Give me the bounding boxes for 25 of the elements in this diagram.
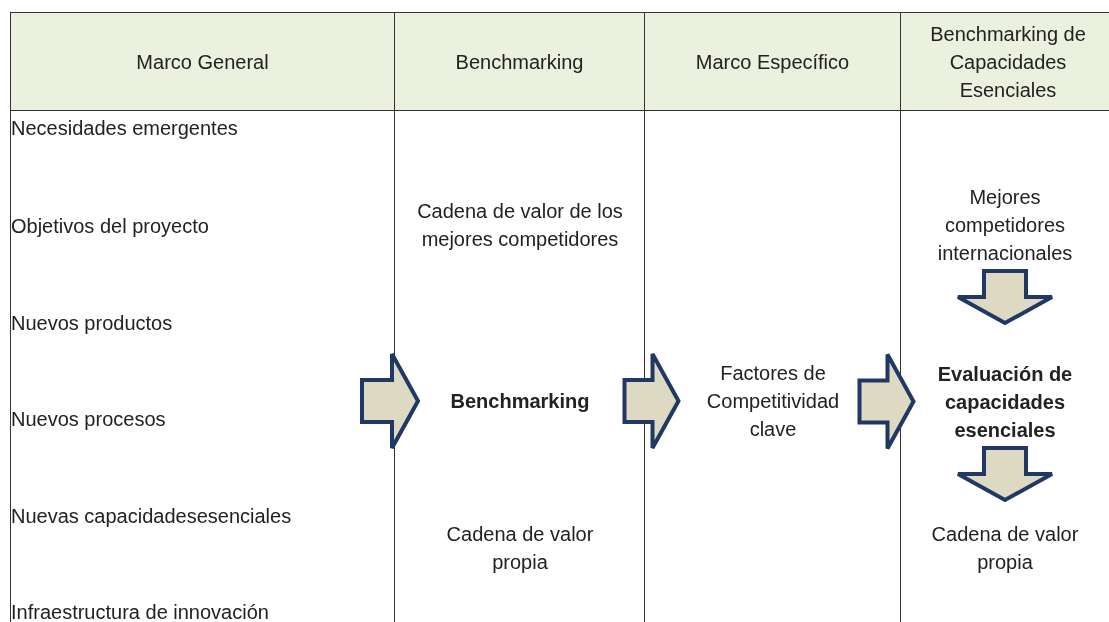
header-cell: Marco General [11, 13, 394, 111]
cell-text: Mejores competidores internacionales [915, 183, 1095, 267]
block-arrow [956, 446, 1054, 503]
row-label: Nuevos procesos [11, 405, 391, 433]
block-arrow [622, 352, 681, 450]
row-label: Nuevos productos [11, 309, 391, 337]
row-label: Infraestructura de innovación [11, 598, 391, 622]
row-label: Objetivos del proyecto [11, 212, 391, 240]
row-label: Nuevas capacidadesesenciales [11, 502, 391, 530]
header-cell: Benchmarking de Capacidades Esenciales [901, 13, 1109, 111]
block-arrow [956, 269, 1054, 326]
cell-text: Cadena de valor propia [915, 520, 1095, 576]
row-label: Necesidades emergentes [11, 114, 391, 142]
header-cell: Benchmarking [395, 13, 644, 111]
table-column [394, 12, 644, 622]
cell-text: Cadena de valor propia [425, 520, 615, 576]
table-column [644, 12, 900, 622]
block-arrow [360, 352, 421, 450]
cell-text: Factores de Competitividad clave [688, 359, 858, 443]
cell-text: Cadena de valor de los mejores competidores [415, 197, 625, 253]
block-arrow [857, 352, 916, 451]
cell-text: Evaluación de capacidades esenciales [915, 360, 1095, 444]
cell-text: Benchmarking [425, 387, 615, 415]
table-column [10, 12, 394, 622]
header-cell: Marco Específico [645, 13, 900, 111]
